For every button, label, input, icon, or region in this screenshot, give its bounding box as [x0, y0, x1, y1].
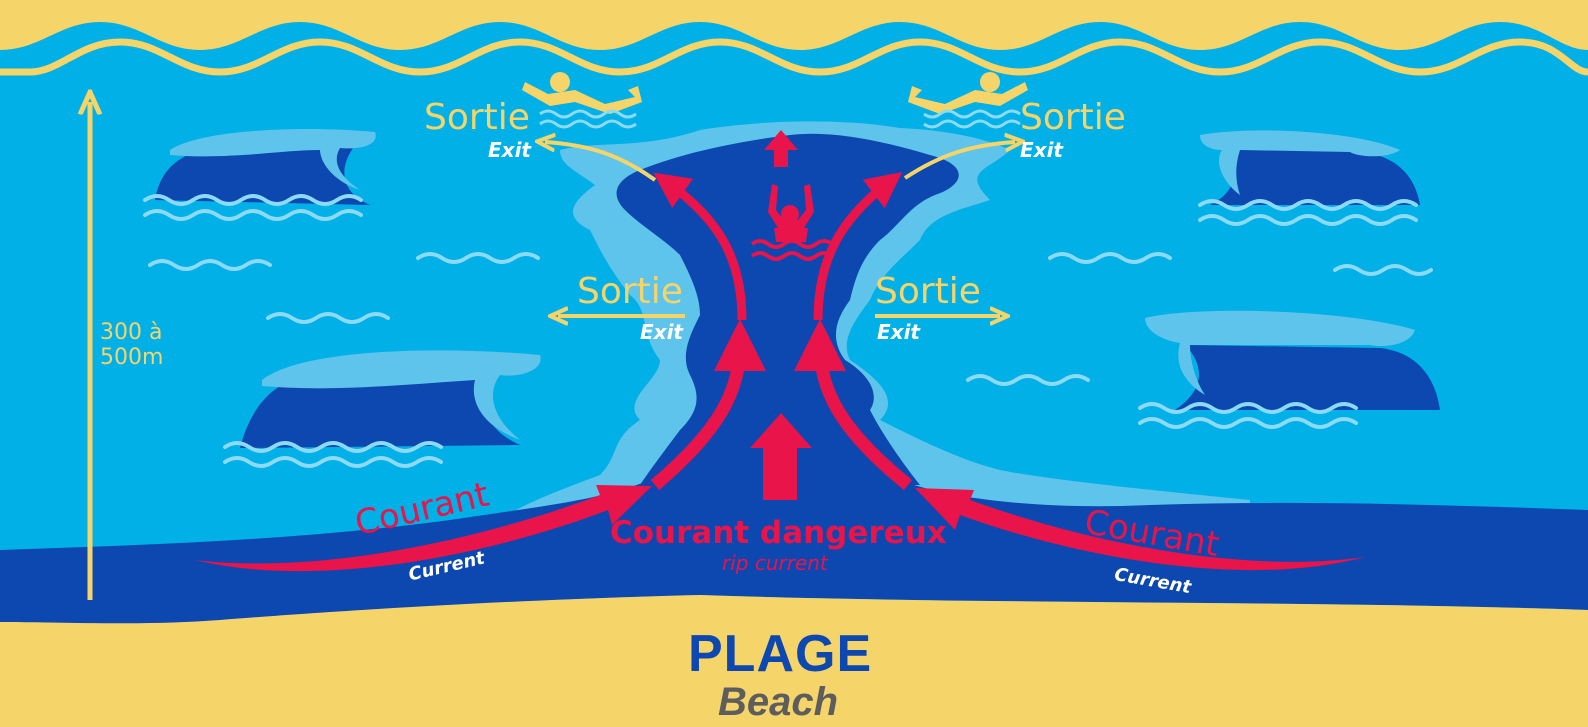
exit-label-top-right: Sortie [1020, 100, 1126, 136]
exit-label-top-left: Sortie [424, 100, 530, 136]
rip-current-label: Courant dangereux [610, 518, 947, 549]
distance-label: 300 à 500m [100, 320, 163, 371]
breaking-wave-mid-right [1175, 345, 1440, 410]
rip-current-sublabel: rip current [722, 553, 828, 573]
exit-sublabel-mid-right: Exit [877, 322, 920, 342]
exit-sublabel-mid-left: Exit [640, 322, 683, 342]
exit-sublabel-top-right: Exit [1020, 140, 1063, 160]
exit-label-mid-left: Sortie [577, 274, 683, 310]
exit-label-mid-right: Sortie [875, 274, 981, 310]
beach-label: PLAGE [688, 628, 872, 680]
exit-sublabel-top-left: Exit [488, 140, 531, 160]
beach-sublabel: Beach [718, 682, 838, 722]
